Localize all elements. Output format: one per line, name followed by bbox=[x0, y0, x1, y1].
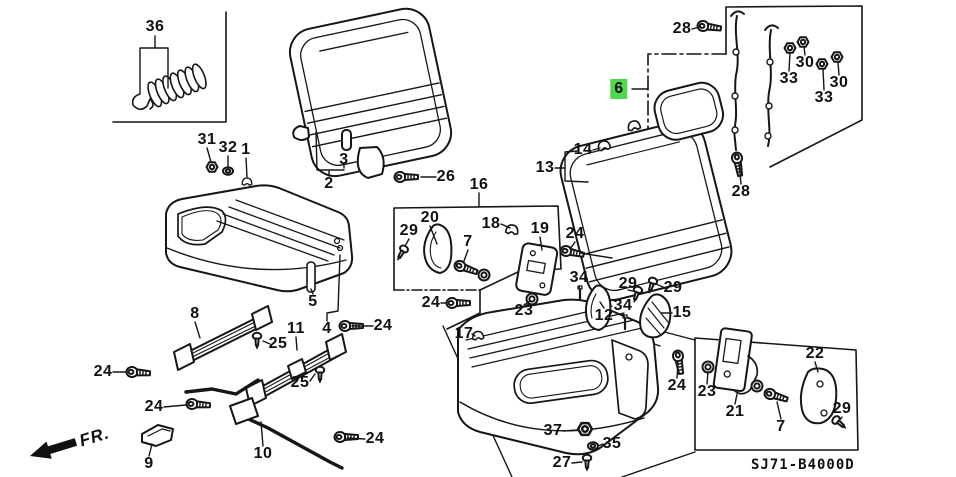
callout-23: 23 bbox=[697, 383, 717, 400]
detail-box-21-22 bbox=[694, 337, 859, 451]
callout-36: 36 bbox=[145, 18, 165, 35]
callout-6: 6 bbox=[610, 79, 628, 99]
callout-11: 11 bbox=[287, 320, 305, 337]
callout-8: 8 bbox=[190, 305, 200, 322]
bracket-9 bbox=[141, 424, 174, 447]
leader-lines bbox=[112, 26, 843, 464]
callout-24: 24 bbox=[365, 430, 385, 447]
seat-cushion-right bbox=[457, 298, 660, 456]
callout-9: 9 bbox=[144, 455, 154, 472]
callout-4: 4 bbox=[322, 320, 332, 337]
callout-29: 29 bbox=[663, 279, 683, 296]
side-cover-15 bbox=[639, 293, 672, 339]
callout-29: 29 bbox=[618, 275, 638, 292]
callout-12: 12 bbox=[594, 307, 614, 324]
callout-24: 24 bbox=[144, 398, 164, 415]
callout-25: 25 bbox=[268, 335, 288, 352]
callout-24: 24 bbox=[565, 225, 585, 242]
callout-14: 14 bbox=[573, 141, 593, 158]
callout-24: 24 bbox=[667, 377, 687, 394]
seat-back-left bbox=[288, 7, 453, 179]
callout-33: 33 bbox=[814, 89, 834, 106]
callout-2: 2 bbox=[324, 175, 334, 192]
callout-28: 28 bbox=[731, 183, 751, 200]
callout-24: 24 bbox=[421, 294, 441, 311]
detail-box-16 bbox=[393, 205, 562, 330]
callout-24: 24 bbox=[373, 317, 393, 334]
callout-33: 33 bbox=[779, 70, 799, 87]
callout-34: 34 bbox=[569, 269, 589, 286]
seat-back-right bbox=[559, 120, 733, 302]
callout-28: 28 bbox=[672, 20, 692, 37]
spring-36 bbox=[131, 63, 207, 111]
callout-5: 5 bbox=[308, 293, 318, 310]
headrest-6 bbox=[653, 81, 725, 141]
headrest-frame-rods bbox=[730, 10, 779, 151]
hinge-pad-20 bbox=[423, 223, 453, 274]
callout-24: 24 bbox=[93, 363, 113, 380]
callout-30: 30 bbox=[795, 54, 815, 71]
callout-29: 29 bbox=[832, 400, 852, 417]
detail-box-headrest-frame bbox=[647, 5, 863, 168]
callout-15: 15 bbox=[672, 304, 692, 321]
callout-26: 26 bbox=[436, 168, 456, 185]
diagram-code: SJ71-B4000D bbox=[751, 457, 855, 473]
callout-7: 7 bbox=[776, 418, 786, 435]
callout-3: 3 bbox=[339, 151, 349, 168]
callout-37: 37 bbox=[543, 422, 563, 439]
callout-34: 34 bbox=[613, 297, 633, 314]
callout-25: 25 bbox=[290, 374, 310, 391]
callout-23: 23 bbox=[514, 302, 534, 319]
fr-arrow-icon bbox=[30, 438, 78, 459]
callout-1: 1 bbox=[241, 141, 251, 158]
callout-20: 20 bbox=[420, 209, 440, 226]
callout-21: 21 bbox=[725, 403, 745, 420]
callout-29: 29 bbox=[399, 222, 419, 239]
support-rod-10 bbox=[229, 397, 344, 470]
callout-10: 10 bbox=[253, 445, 273, 462]
callout-35: 35 bbox=[602, 435, 622, 452]
side-pad-12 bbox=[584, 284, 612, 331]
callout-27: 27 bbox=[552, 454, 572, 471]
callout-16: 16 bbox=[469, 176, 489, 193]
cover-plate-22 bbox=[799, 367, 838, 425]
callout-17: 17 bbox=[454, 325, 474, 342]
callout-19: 19 bbox=[530, 220, 550, 237]
callout-30: 30 bbox=[829, 74, 849, 91]
detail-box-36 bbox=[112, 11, 227, 123]
seat-rail-8 bbox=[173, 305, 273, 371]
seat-cushion-left bbox=[165, 184, 354, 293]
callout-32: 32 bbox=[218, 139, 238, 156]
callout-13: 13 bbox=[535, 159, 555, 176]
adjuster-handle-rod bbox=[184, 378, 260, 396]
callout-31: 31 bbox=[197, 131, 217, 148]
callout-22: 22 bbox=[805, 345, 825, 362]
callout-18: 18 bbox=[481, 215, 501, 232]
callout-7: 7 bbox=[463, 233, 473, 250]
